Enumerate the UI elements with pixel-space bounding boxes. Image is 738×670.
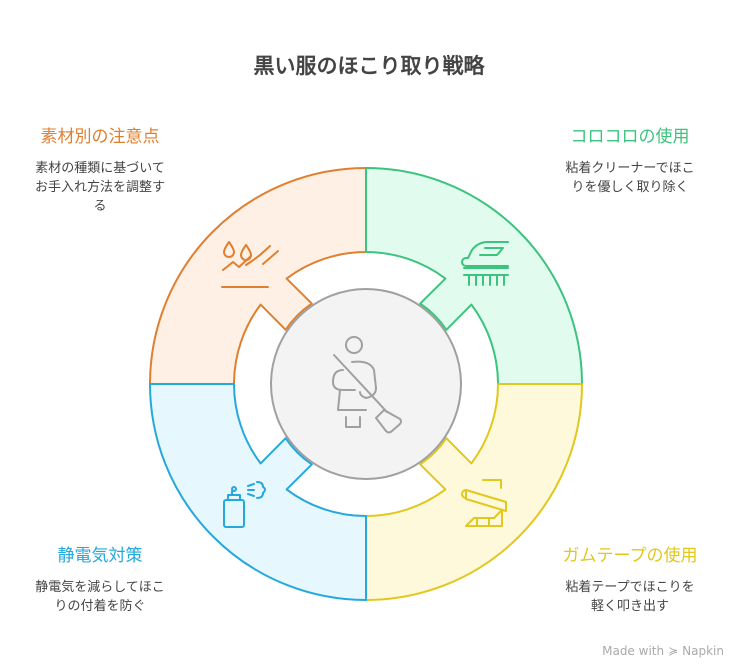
napkin-logo-icon: ≽: [668, 644, 679, 658]
desc-line: お手入れ方法を調整す: [34, 180, 165, 195]
desc-line: 軽く叩き出す: [590, 599, 669, 614]
footer-brand: Napkin: [682, 644, 724, 658]
tape-icon: [461, 479, 507, 527]
desc-line: 静電気を減らしてほこ: [35, 580, 165, 595]
lint-roller-icon: [461, 241, 509, 286]
quadrant-static: [149, 383, 367, 601]
section-tape: ガムテープの使用 粘着テープでほこりを軽く叩き出す: [520, 541, 738, 616]
center-circle: [270, 288, 462, 480]
spray-can-icon: [223, 481, 266, 528]
napkin-footer[interactable]: Made with ≽ Napkin: [602, 644, 724, 658]
section-description: 粘着テープでほこりを軽く叩き出す: [520, 578, 738, 616]
section-title: 静電気対策: [57, 546, 143, 566]
section-static: 静電気対策 静電気を減らしてほこりの付着を防ぐ: [0, 541, 210, 616]
section-title: 素材別の注意点: [40, 127, 160, 147]
section-title: コロコロの使用: [570, 127, 690, 147]
person-sweeping-icon: [332, 336, 402, 434]
desc-line: る: [93, 199, 107, 214]
section-description: 粘着クリーナーでほこりを優しく取り除く: [520, 159, 738, 197]
page-title: 黒い服のほこり取り戦略: [253, 54, 485, 78]
water-drops-trend-icon: [221, 241, 279, 288]
desc-line: りの付着を防ぐ: [54, 599, 146, 614]
section-title: ガムテープの使用: [562, 546, 698, 566]
section-roller: コロコロの使用 粘着クリーナーでほこりを優しく取り除く: [520, 122, 738, 197]
footer-label: Made with: [602, 644, 665, 658]
section-material: 素材別の注意点 素材の種類に基づいてお手入れ方法を調整する: [0, 122, 210, 216]
desc-line: 粘着クリーナーでほこ: [565, 161, 695, 176]
desc-line: 粘着テープでほこりを: [565, 580, 695, 595]
section-description: 静電気を減らしてほこりの付着を防ぐ: [0, 578, 210, 616]
desc-line: 素材の種類に基づいて: [35, 161, 165, 176]
desc-line: りを優しく取り除く: [571, 180, 689, 195]
section-description: 素材の種類に基づいてお手入れ方法を調整する: [0, 159, 210, 216]
